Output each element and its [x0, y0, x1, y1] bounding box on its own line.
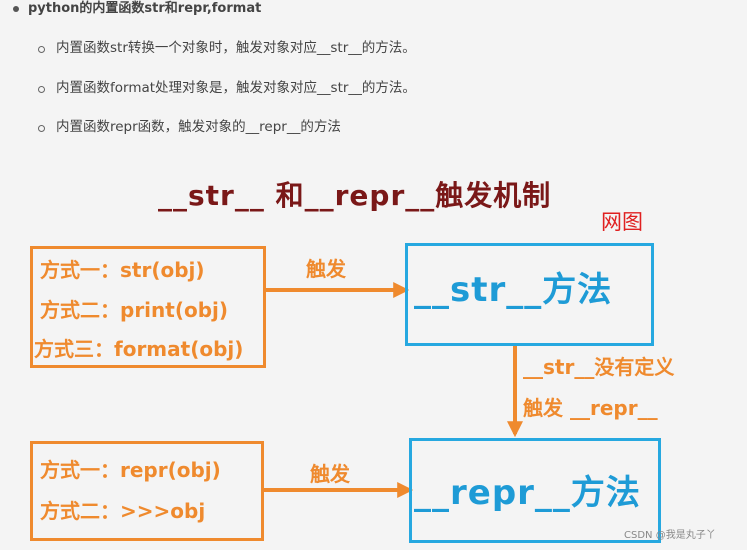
sub-bullet [38, 46, 45, 53]
str-method-2: 方式二：print(obj) [40, 298, 229, 322]
corner-note: 网图 [601, 210, 643, 234]
repr-method-2: 方式二：>>>obj [40, 499, 206, 523]
note-item-repr: 内置函数repr函数，触发对象的__repr__的方法 [56, 119, 341, 135]
repr-method-box [409, 438, 661, 543]
fallback-line2: 触发 __repr__ [523, 396, 658, 420]
repr-method-1: 方式一：repr(obj) [40, 458, 221, 482]
str-method-title: __str__方法 [414, 270, 613, 310]
sub-bullet [38, 86, 45, 93]
str-method-1: 方式一：str(obj) [40, 258, 205, 282]
note-item-format: 内置函数format处理对象是，触发对象对应__str__的方法。 [56, 80, 416, 96]
str-method-box [405, 243, 654, 346]
str-method-3: 方式三：format(obj) [34, 337, 244, 361]
repr-method-title: __repr__方法 [414, 473, 641, 513]
watermark: CSDN @我是丸子丫 [624, 530, 716, 541]
repr-methods-box [30, 441, 264, 541]
str-trigger-label: 触发 [306, 257, 346, 281]
sub-bullet [38, 125, 45, 132]
str-methods-box [30, 246, 266, 368]
diagram-title: __str__ 和__repr__触发机制 [158, 179, 552, 212]
fallback-line1: __str__没有定义 [523, 355, 675, 379]
bullet-dot [13, 6, 19, 12]
note-item-str: 内置函数str转换一个对象时，触发对象对应__str__的方法。 [56, 40, 416, 56]
notes-top-line: python的内置函数str和repr,format [28, 1, 262, 16]
repr-trigger-label: 触发 [310, 462, 350, 486]
